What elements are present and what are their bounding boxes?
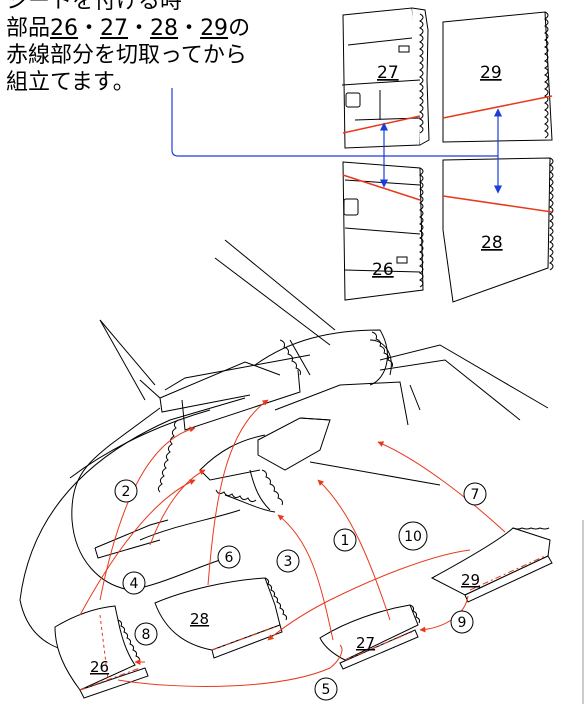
- step-4-circle: [122, 571, 146, 595]
- panel-27-label: 27: [377, 63, 399, 83]
- part-29: [430, 527, 553, 603]
- step-markers: [114, 479, 487, 701]
- aircraft-drawing: [19, 239, 549, 654]
- part-27-label: 27: [356, 634, 375, 652]
- panel-28: [442, 157, 554, 303]
- panel-29: [442, 11, 553, 143]
- panel-29-label: 29: [480, 63, 502, 83]
- step-2-circle: [114, 479, 138, 503]
- panel-28-label: 28: [481, 233, 503, 253]
- step-7-label: 7: [471, 487, 480, 503]
- part-ref-29: 29: [200, 16, 229, 41]
- panel-27: [341, 7, 430, 149]
- instruction-text: シートを付ける時 部品26・27・28・29の 赤線部分を切取ってから 組立てま…: [6, 0, 250, 96]
- part-28-label: 28: [190, 610, 209, 628]
- panel-alignment-arrows: [171, 88, 503, 194]
- separator-2: ・: [128, 16, 151, 41]
- step-8-circle: [134, 622, 158, 646]
- step-10-circle: [398, 521, 428, 551]
- instruction-line-3: 赤線部分を切取ってから: [6, 43, 247, 68]
- instruction-line-4: 組立てます。: [6, 70, 135, 95]
- panel-26-label: 26: [372, 260, 394, 280]
- step-3-label: 3: [284, 554, 293, 570]
- instruction-line-2: 部品26・27・28・29の: [6, 16, 251, 41]
- part-ref-27: 27: [100, 16, 129, 41]
- instruction-line-1: シートを付ける時: [6, 0, 183, 14]
- part-26: [54, 605, 149, 699]
- step-1-circle: [333, 528, 357, 552]
- step-10-label: 10: [404, 529, 422, 545]
- step-5-circle: [314, 677, 338, 701]
- step-8-label: 8: [142, 627, 151, 643]
- step-9-circle: [450, 610, 474, 634]
- separator-3: ・: [178, 16, 201, 41]
- step-1-label: 1: [341, 533, 350, 549]
- step-7-circle: [463, 482, 487, 506]
- step-2-label: 2: [122, 484, 131, 500]
- part-26-label: 26: [90, 658, 109, 676]
- step-numbers: 1 2 3 4 5 6 7 8 9 10: [122, 484, 480, 698]
- part-ref-28: 28: [150, 16, 179, 41]
- step-6-circle: [217, 545, 241, 569]
- part-29-label: 29: [461, 571, 480, 589]
- step-4-label: 4: [130, 576, 139, 592]
- part-28: [154, 577, 288, 659]
- step-5-label: 5: [322, 682, 331, 698]
- part-27: [319, 604, 421, 670]
- assembly-arrows: [79, 399, 506, 687]
- part-ref-26: 26: [50, 16, 79, 41]
- step-6-label: 6: [225, 550, 234, 566]
- step-9-label: 9: [458, 615, 467, 631]
- step-3-circle: [276, 549, 300, 573]
